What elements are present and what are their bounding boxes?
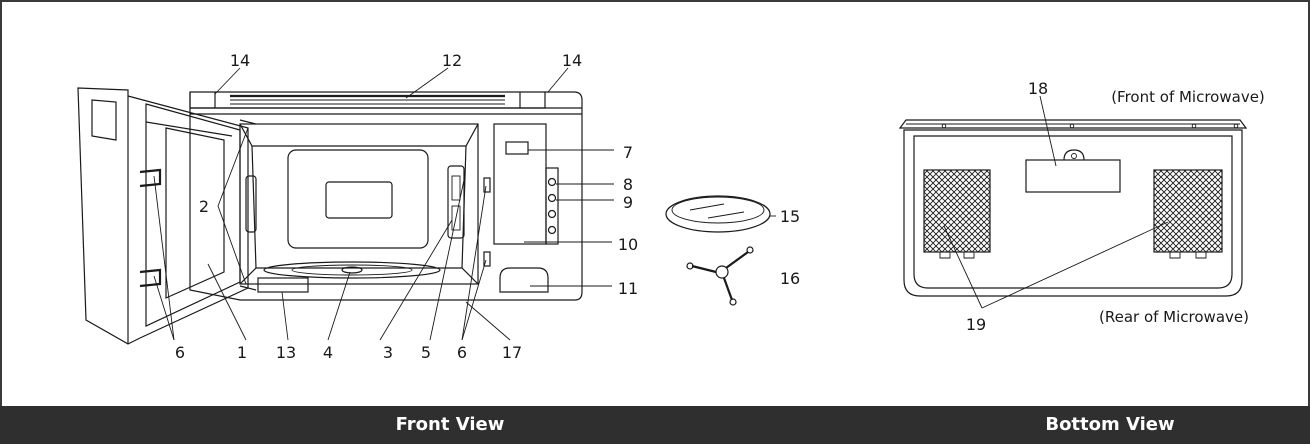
turntable-roller-support bbox=[686, 246, 754, 306]
glass-turntable-tray bbox=[665, 195, 771, 233]
callout-3: 3 bbox=[383, 343, 393, 362]
front-view-drawing bbox=[77, 87, 583, 345]
bottom-view-caption: Bottom View bbox=[1045, 414, 1175, 435]
callout-9: 9 bbox=[623, 193, 633, 212]
front-of-microwave-note: (Front of Microwave) bbox=[1111, 88, 1265, 106]
callout-12: 12 bbox=[442, 51, 462, 70]
front-view-caption: Front View bbox=[395, 414, 505, 435]
bottom-view-drawing bbox=[898, 119, 1248, 297]
callout-19: 19 bbox=[966, 315, 986, 334]
callout-16: 16 bbox=[780, 269, 800, 288]
callout-11: 11 bbox=[618, 279, 638, 298]
front-view-leaders bbox=[153, 67, 776, 341]
callout-17: 17 bbox=[502, 343, 522, 362]
callout-1: 1 bbox=[237, 343, 247, 362]
callout-15: 15 bbox=[780, 207, 800, 226]
rear-of-microwave-note: (Rear of Microwave) bbox=[1099, 308, 1249, 326]
microwave-parts-diagram: 14 12 14 2 7 8 9 10 11 15 16 6 1 13 4 3 … bbox=[77, 51, 1265, 362]
bottom-view-leaders bbox=[943, 95, 1169, 309]
callout-6-left: 6 bbox=[175, 343, 185, 362]
callout-8: 8 bbox=[623, 175, 633, 194]
callout-5: 5 bbox=[421, 343, 431, 362]
callout-10: 10 bbox=[618, 235, 638, 254]
callout-7: 7 bbox=[623, 143, 633, 162]
callout-6-right: 6 bbox=[457, 343, 467, 362]
callout-14-left: 14 bbox=[230, 51, 250, 70]
callout-13: 13 bbox=[276, 343, 296, 362]
callout-14-right: 14 bbox=[562, 51, 582, 70]
callout-4: 4 bbox=[323, 343, 333, 362]
callout-18: 18 bbox=[1028, 79, 1048, 98]
callout-2: 2 bbox=[199, 197, 209, 216]
caption-bar: Front View Bottom View bbox=[0, 406, 1310, 444]
